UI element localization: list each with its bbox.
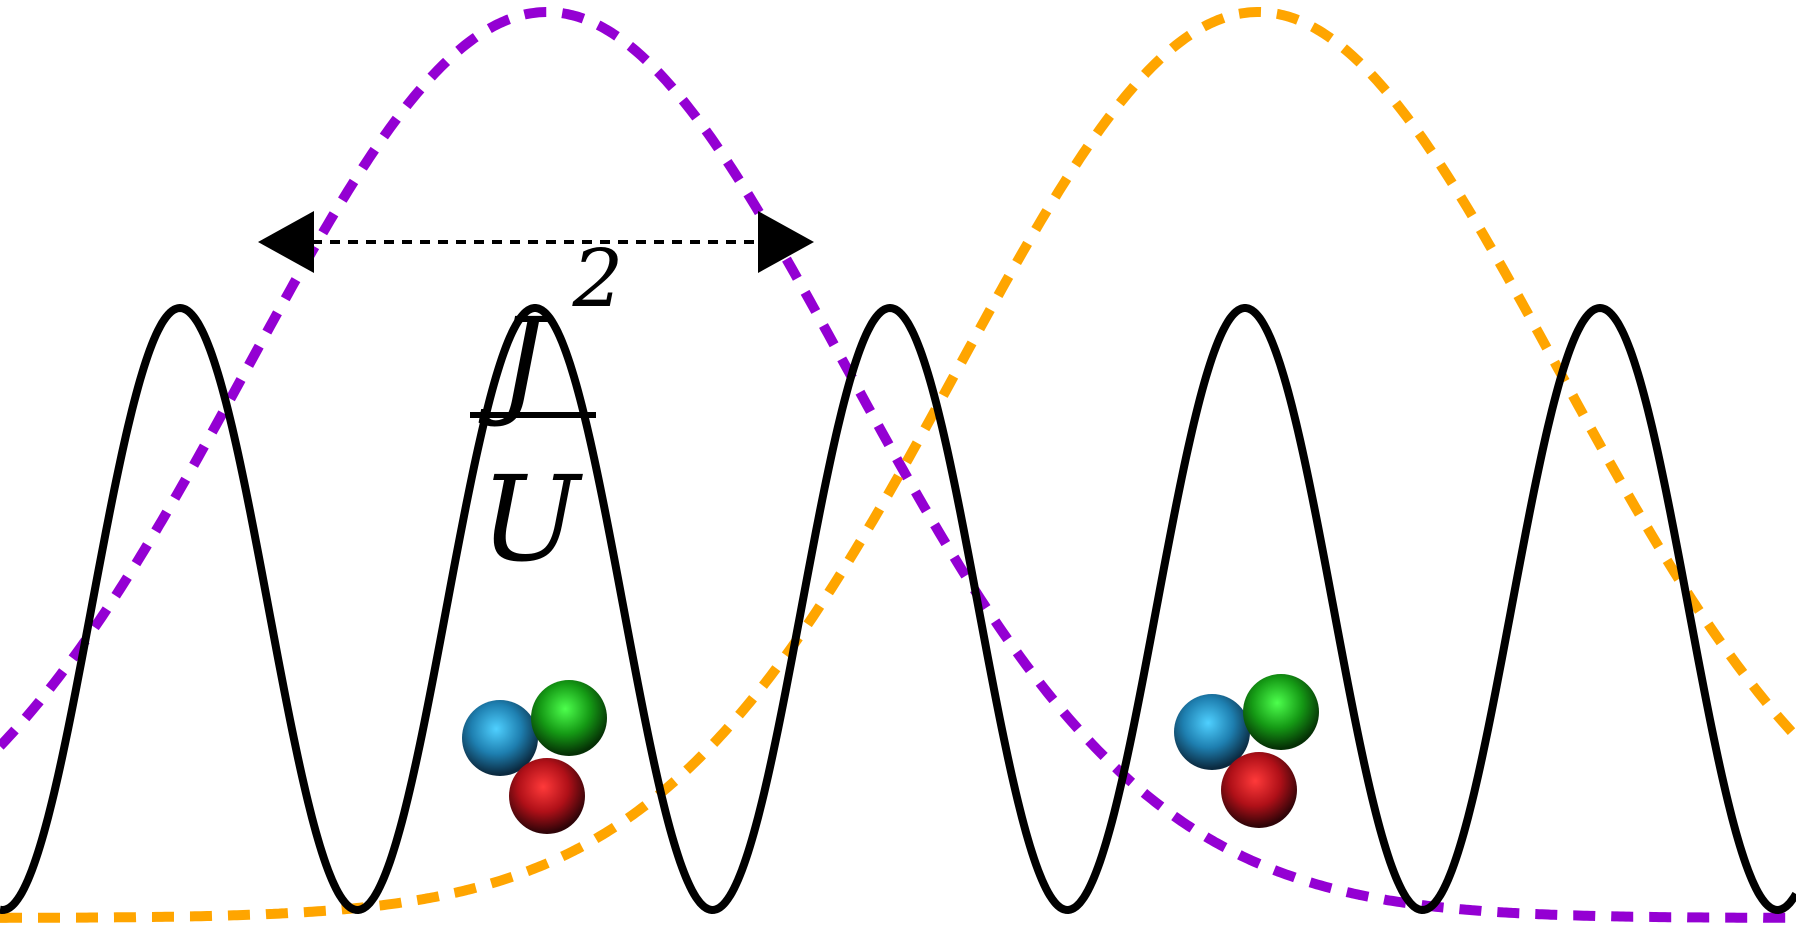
- red-particle-icon: [509, 758, 585, 834]
- fraction-bar: [470, 412, 596, 418]
- arrow-head-left-icon: [258, 211, 314, 273]
- arrow-head-right-icon: [758, 211, 814, 273]
- wavefunction-right-line: [0, 7, 1796, 923]
- green-particle-icon: [1243, 674, 1319, 750]
- label-exponent: 2: [572, 232, 624, 325]
- wavefunction-left-curve: [0, 7, 1796, 923]
- label-denominator: U: [480, 450, 583, 588]
- particle-cluster-right: [1174, 674, 1319, 828]
- wavefunction-right-curve: [0, 7, 1796, 923]
- blue-particle-icon: [462, 700, 538, 776]
- red-particle-icon: [1221, 752, 1297, 828]
- lattice-potential-curve: [0, 304, 1796, 914]
- green-particle-icon: [531, 680, 607, 756]
- blue-particle-icon: [1174, 694, 1250, 770]
- wavefunction-left-line: [0, 7, 1796, 923]
- lattice-line: [0, 304, 1796, 914]
- tunneling-arrow: [258, 211, 814, 273]
- particle-cluster-left: [462, 680, 607, 834]
- exchange-label: J 2 U: [470, 232, 623, 588]
